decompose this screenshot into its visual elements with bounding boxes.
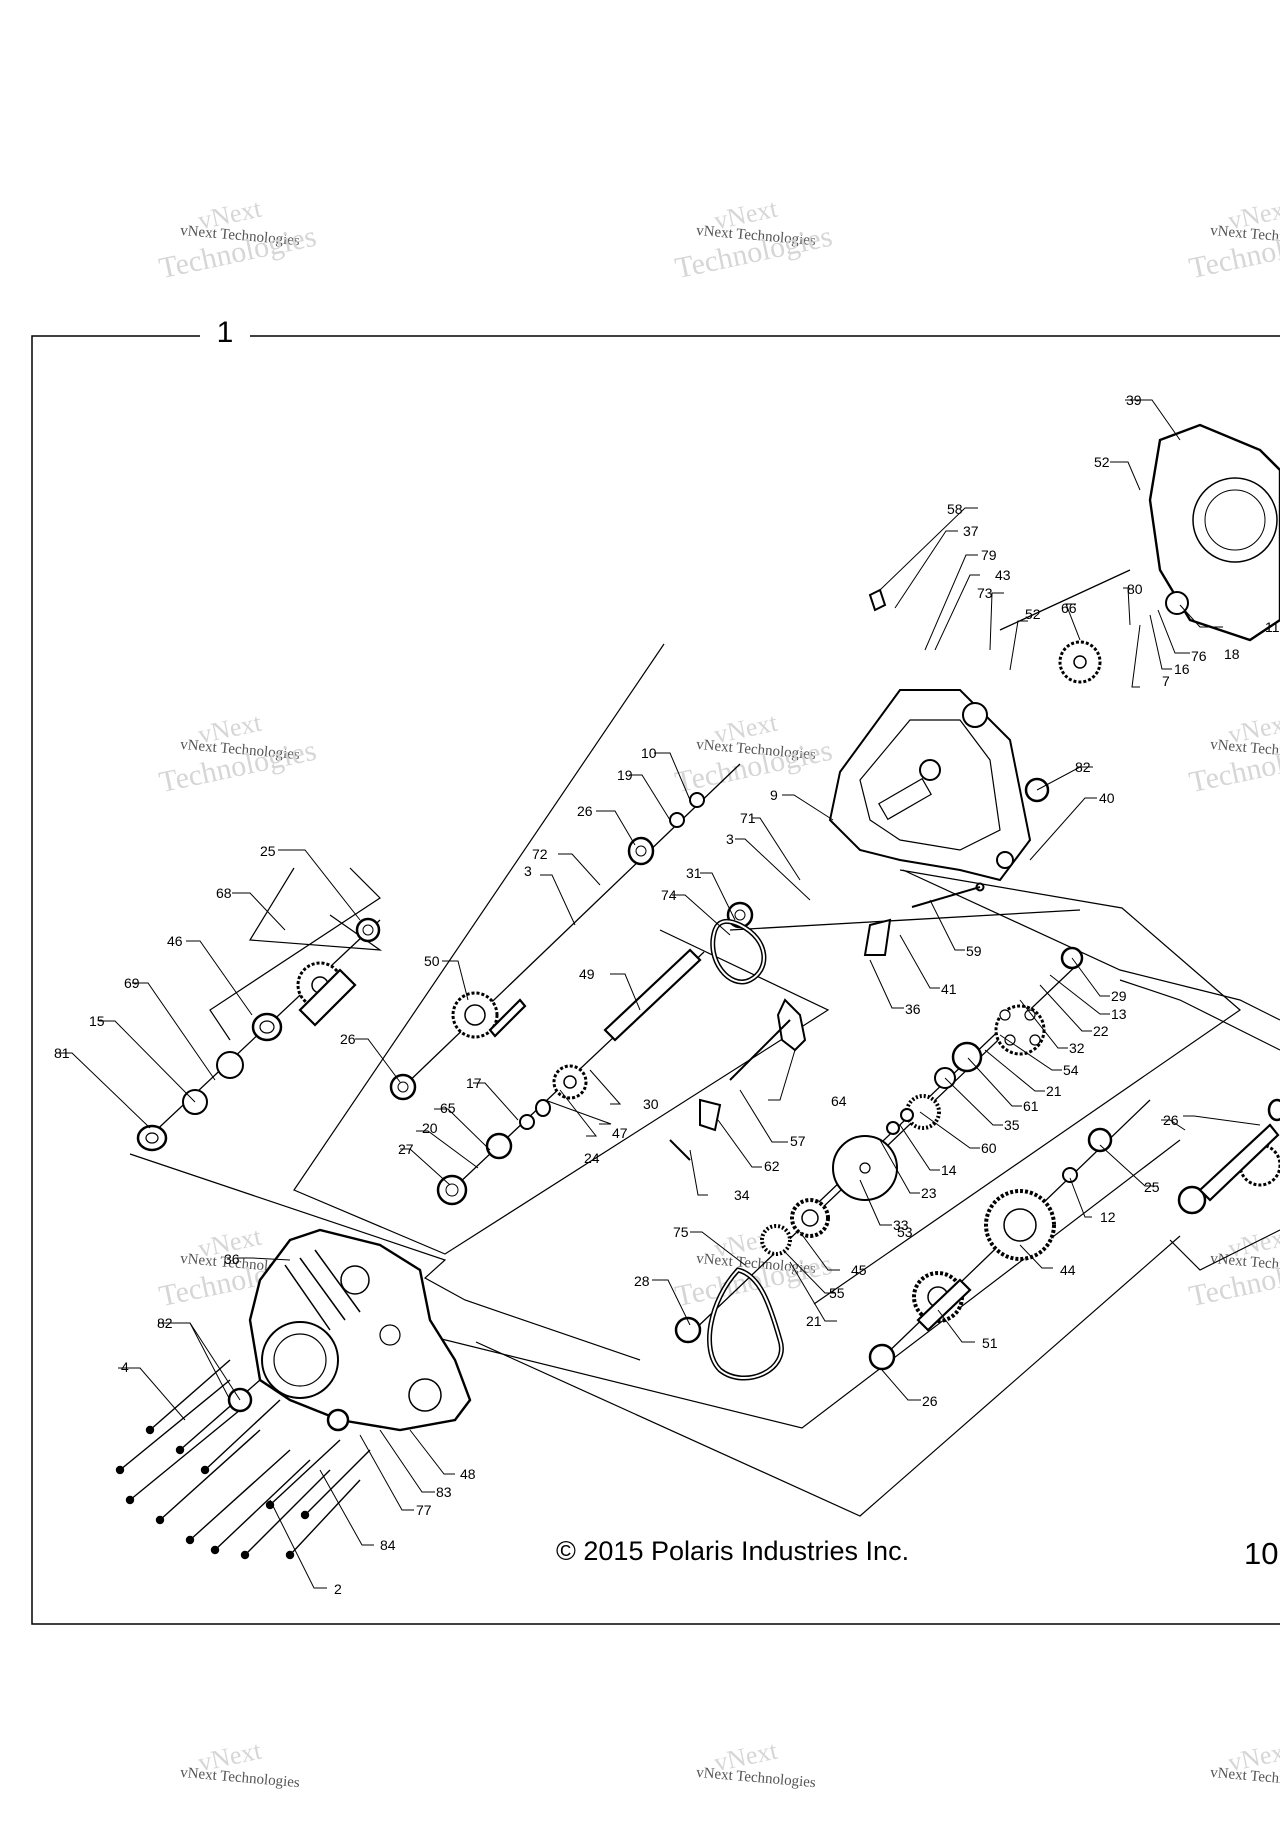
- assembly-number: 1: [200, 316, 250, 350]
- callout-81: 81: [54, 1045, 70, 1061]
- shift-fork-set: [669, 588, 985, 1161]
- callout-51: 51: [982, 1335, 998, 1351]
- callout-36: 36: [905, 1001, 921, 1017]
- callout-30: 30: [643, 1096, 659, 1112]
- callout-11: 11: [1265, 619, 1280, 635]
- callout-10: 10: [641, 745, 657, 761]
- callout-21: 21: [1046, 1083, 1062, 1099]
- callout-62: 62: [764, 1158, 780, 1174]
- callout-77: 77: [416, 1502, 432, 1518]
- callout-23: 23: [921, 1185, 937, 1201]
- callout-53: 53: [897, 1224, 913, 1240]
- frame-border: [31, 335, 1280, 1625]
- belt: [707, 918, 784, 1381]
- callout-26: 26: [340, 1031, 356, 1047]
- callout-4: 4: [121, 1359, 129, 1375]
- callout-18: 18: [1224, 646, 1240, 662]
- callout-52: 52: [1094, 454, 1110, 470]
- exploded-view-drawing: 39 52 58 37 79 43 73 52 66 80 11 18 76 1…: [31, 335, 1280, 1625]
- callout-22: 22: [1093, 1023, 1109, 1039]
- callout-3: 3: [726, 831, 734, 847]
- callout-25: 25: [1144, 1179, 1160, 1195]
- callout-72: 72: [532, 846, 548, 862]
- callout-32: 32: [1069, 1040, 1085, 1056]
- callout-57: 57: [790, 1133, 806, 1149]
- callout-3: 3: [524, 863, 532, 879]
- callout-35: 35: [1004, 1117, 1020, 1133]
- callout-19: 19: [617, 767, 633, 783]
- callout-73: 73: [977, 585, 993, 601]
- callout-26: 26: [577, 803, 593, 819]
- callout-29: 29: [1111, 988, 1127, 1004]
- callout-82: 82: [157, 1315, 173, 1331]
- callout-44: 44: [1060, 1262, 1076, 1278]
- callout-61: 61: [1023, 1098, 1039, 1114]
- callout-labels: 39 52 58 37 79 43 73 52 66 80 11 18 76 1…: [54, 392, 1280, 1597]
- callout-41: 41: [941, 981, 957, 997]
- gearcase-left: [248, 1228, 472, 1432]
- callout-27: 27: [398, 1141, 414, 1157]
- callout-47: 47: [612, 1125, 628, 1141]
- callout-84: 84: [380, 1537, 396, 1553]
- callout-12: 12: [1100, 1209, 1116, 1225]
- leader-line-set: [60, 399, 1261, 1589]
- callout-75: 75: [673, 1224, 689, 1240]
- callout-37: 37: [963, 523, 979, 539]
- callout-49: 49: [579, 966, 595, 982]
- callout-14: 14: [941, 1162, 957, 1178]
- callout-79: 79: [981, 547, 997, 563]
- callout-7: 7: [1162, 673, 1170, 689]
- callout-66: 66: [1061, 600, 1077, 616]
- callout-83: 83: [436, 1484, 452, 1500]
- callout-74: 74: [661, 887, 677, 903]
- callout-34: 34: [734, 1187, 750, 1203]
- copyright-notice: © 2015 Polaris Industries Inc.: [556, 1536, 910, 1566]
- gearcase-cover-upper: [1148, 423, 1280, 642]
- callout-82: 82: [1075, 759, 1091, 775]
- callout-46: 46: [167, 933, 183, 949]
- callout-25: 25: [260, 843, 276, 859]
- page-number: 10: [1244, 1536, 1279, 1571]
- callout-21: 21: [806, 1313, 822, 1329]
- callout-33: 33: [893, 1217, 909, 1233]
- callout-15: 15: [89, 1013, 105, 1029]
- callout-2: 2: [334, 1581, 342, 1597]
- callout-48: 48: [460, 1466, 476, 1482]
- callout-13: 13: [1111, 1006, 1127, 1022]
- callout-9: 9: [770, 787, 778, 803]
- callout-43: 43: [995, 567, 1011, 583]
- callout-65: 65: [440, 1100, 456, 1116]
- callout-17: 17: [466, 1075, 482, 1091]
- callout-58: 58: [947, 501, 963, 517]
- callout-40: 40: [1099, 790, 1115, 806]
- callout-76: 76: [1191, 648, 1207, 664]
- gear-set: [296, 591, 1280, 1323]
- callout-69: 69: [124, 975, 140, 991]
- callout-80: 80: [1127, 581, 1143, 597]
- parts-diagram: vNext vNext Technologies Technologies vN…: [31, 194, 1280, 1791]
- callout-28: 28: [634, 1273, 650, 1289]
- callout-54: 54: [1063, 1062, 1079, 1078]
- shaft-set: [298, 948, 1280, 1332]
- callout-36: 36: [224, 1251, 240, 1267]
- callout-39: 39: [1126, 392, 1142, 408]
- callout-64: 64: [831, 1093, 847, 1109]
- callout-55: 55: [829, 1285, 845, 1301]
- callout-52: 52: [1025, 606, 1041, 622]
- callout-60: 60: [981, 1140, 997, 1156]
- callout-71: 71: [740, 810, 756, 826]
- callout-16: 16: [1174, 661, 1190, 677]
- callout-50: 50: [424, 953, 440, 969]
- callout-31: 31: [686, 865, 702, 881]
- callout-59: 59: [966, 943, 982, 959]
- callout-26: 26: [922, 1393, 938, 1409]
- callout-26: 26: [1163, 1112, 1179, 1128]
- callout-45: 45: [851, 1262, 867, 1278]
- gearcase-main: [828, 689, 1032, 882]
- callout-24: 24: [584, 1150, 600, 1166]
- callout-68: 68: [216, 885, 232, 901]
- callout-20: 20: [422, 1120, 438, 1136]
